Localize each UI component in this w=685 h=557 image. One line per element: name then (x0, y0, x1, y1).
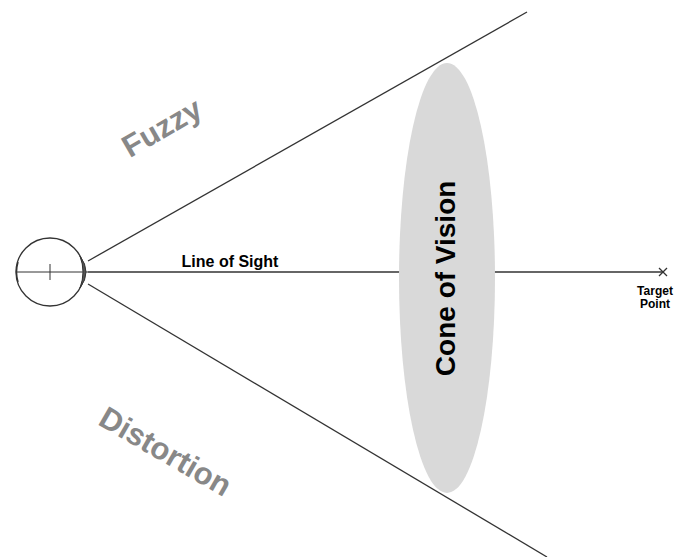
target-mark (659, 268, 667, 276)
node-title: Cone of Vision (432, 176, 463, 380)
ellipse-fill (399, 63, 495, 493)
eye-lens (80, 256, 86, 288)
region-label: Fuzzy (116, 92, 208, 165)
eye-center-cross (50, 264, 51, 280)
eye-axis (16, 272, 88, 273)
line-of-sight (88, 271, 663, 272)
cone-ellipse: Cone of Vision (399, 63, 495, 493)
region-label: Distortion (93, 401, 237, 504)
eye-back (17, 262, 19, 282)
axis-label: Line of Sight (182, 253, 279, 271)
target-mark (659, 268, 667, 276)
point-label: Target Point (629, 285, 681, 311)
